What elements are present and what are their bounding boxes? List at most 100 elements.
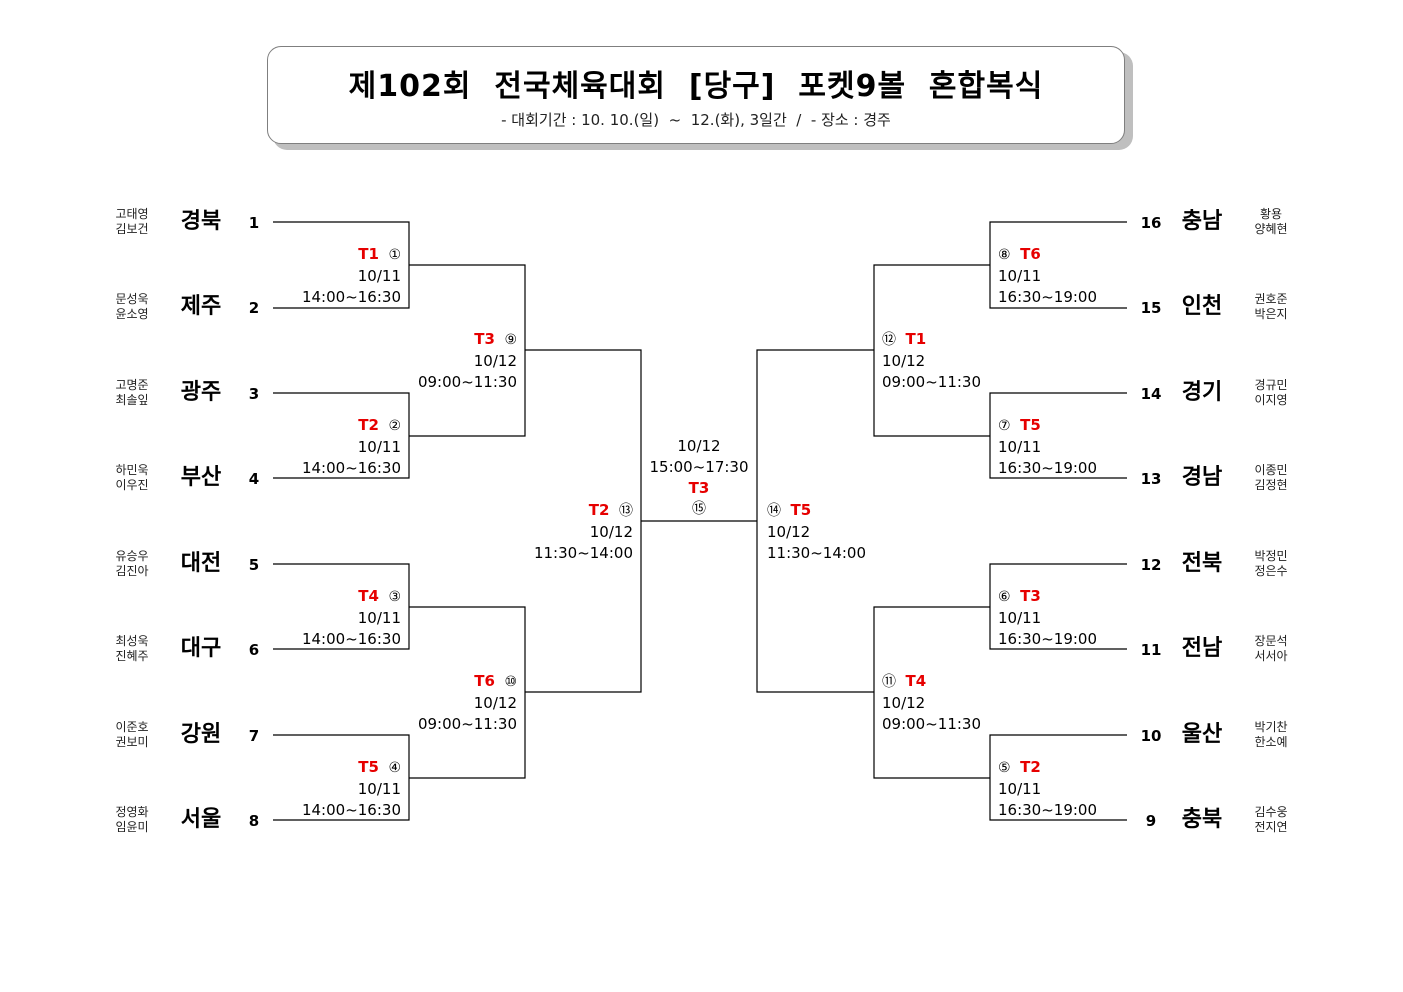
match-number: ⑥ [998, 589, 1011, 605]
match-table: T5 [790, 501, 812, 519]
page-subtitle: - 대회기간 : 10. 10.(일) ~ 12.(화), 3일간 / - 장소… [501, 111, 891, 129]
match-info-8: ⑧ T6 10/11 16:30~19:00 [998, 244, 1138, 308]
match-info-4: T5 ④ 10/11 14:00~16:30 [261, 757, 401, 821]
match-date: 10/11 [357, 780, 401, 798]
title-box: 제102회 전국체육대회 [당구] 포켓9볼 혼합복식 - 대회기간 : 10.… [267, 46, 1125, 144]
entry-region: 경북 [180, 209, 222, 234]
match-number: ⑭ [767, 503, 781, 519]
entry-players: 박기찬 한소예 [1254, 720, 1288, 749]
match-info-3: T4 ③ 10/11 14:00~16:30 [261, 586, 401, 650]
bracket-line-r6 [873, 606, 990, 779]
entry-seed: 16 [1140, 214, 1162, 232]
match-table: T4 [905, 672, 927, 690]
match-number: ⑪ [882, 674, 896, 690]
match-time: 16:30~19:00 [998, 630, 1098, 648]
entry-seed: 1 [248, 214, 260, 232]
match-time: 14:00~16:30 [301, 801, 401, 819]
match-table: T5 [358, 758, 379, 776]
match-date: 10/12 [677, 437, 721, 455]
match-time: 16:30~19:00 [998, 459, 1098, 477]
match-table: T1 [905, 330, 927, 348]
match-time: 14:00~16:30 [301, 630, 401, 648]
entry-players: 이준호 권보미 [115, 720, 149, 749]
match-date: 10/12 [767, 523, 811, 541]
entry-seed: 4 [248, 470, 260, 488]
match-time: 16:30~19:00 [998, 801, 1098, 819]
entry-seed: 8 [248, 812, 260, 830]
match-date: 10/11 [357, 438, 401, 456]
match-time: 09:00~11:30 [882, 373, 982, 391]
match-number: ⑨ [504, 332, 517, 348]
match-table: T3 [688, 479, 710, 497]
match-number: ② [388, 418, 401, 434]
entry-region: 대구 [180, 636, 222, 661]
match-date: 10/11 [357, 267, 401, 285]
match-table: T3 [474, 330, 495, 348]
match-date: 10/12 [882, 352, 926, 370]
entry-seed: 12 [1140, 556, 1162, 574]
entry-seed: 5 [248, 556, 260, 574]
match-time: 15:00~17:30 [649, 458, 749, 476]
entry-seed: 6 [248, 641, 260, 659]
entry-seed: 7 [248, 727, 260, 745]
match-table: T2 [588, 501, 610, 519]
match-table: T3 [1020, 587, 1041, 605]
entry-players: 권호준 박은지 [1254, 292, 1288, 321]
entry-seed: 3 [248, 385, 260, 403]
match-info-7: ⑦ T5 10/11 16:30~19:00 [998, 415, 1138, 479]
match-table: T4 [358, 587, 379, 605]
entry-players: 이종민 김정현 [1254, 463, 1288, 492]
entry-seed: 14 [1140, 385, 1162, 403]
entry-players: 김수웅 전지연 [1254, 805, 1288, 834]
bracket-line-r5 [873, 264, 990, 437]
entry-region: 강원 [180, 722, 222, 747]
entry-region: 인천 [1181, 294, 1223, 319]
entry-players: 황용 양혜현 [1254, 207, 1288, 236]
match-date: 10/11 [998, 780, 1042, 798]
match-number: ④ [388, 760, 401, 776]
bracket-line-r7 [756, 349, 874, 693]
entry-region: 광주 [180, 380, 222, 405]
match-time: 11:30~14:00 [767, 544, 867, 562]
match-info-5: ⑤ T2 10/11 16:30~19:00 [998, 757, 1138, 821]
entry-seed: 9 [1145, 812, 1157, 830]
entry-players: 최성욱 진혜주 [115, 634, 149, 663]
bracket-line-r4 [989, 734, 1127, 821]
match-info-9: T3 ⑨ 10/12 09:00~11:30 [377, 329, 517, 393]
match-info-11: ⑪ T4 10/12 09:00~11:30 [882, 671, 1022, 735]
entry-players: 장문석 서서아 [1254, 634, 1288, 663]
entry-players: 정영화 임윤미 [115, 805, 149, 834]
entry-region: 충남 [1181, 209, 1223, 234]
match-date: 10/12 [473, 694, 517, 712]
match-info-2: T2 ② 10/11 14:00~16:30 [261, 415, 401, 479]
entry-region: 경기 [1181, 380, 1223, 405]
match-date: 10/11 [998, 438, 1042, 456]
entry-seed: 10 [1140, 727, 1162, 745]
entry-region: 대전 [180, 551, 222, 576]
match-time: 16:30~19:00 [998, 288, 1098, 306]
match-info-1: T1 ① 10/11 14:00~16:30 [261, 244, 401, 308]
match-info-12: ⑫ T1 10/12 09:00~11:30 [882, 329, 1022, 393]
entry-players: 유승우 김진아 [115, 549, 149, 578]
entry-players: 경규민 이지영 [1254, 378, 1288, 407]
entry-region: 제주 [180, 294, 222, 319]
entry-region: 울산 [1181, 722, 1223, 747]
entry-players: 문성욱 윤소영 [115, 292, 149, 321]
entry-seed: 11 [1140, 641, 1162, 659]
match-number: ⑮ [692, 501, 706, 517]
entry-seed: 13 [1140, 470, 1162, 488]
match-table: T2 [358, 416, 379, 434]
entry-region: 전남 [1181, 636, 1223, 661]
match-date: 10/12 [882, 694, 926, 712]
match-number: ⑧ [998, 247, 1011, 263]
match-date: 10/12 [589, 523, 633, 541]
match-date: 10/11 [998, 267, 1042, 285]
match-number: ⑤ [998, 760, 1011, 776]
match-number: ⑦ [998, 418, 1011, 434]
match-info-14: ⑭ T5 10/12 11:30~14:00 [767, 500, 907, 564]
entry-players: 고태영 김보건 [115, 207, 149, 236]
page-title: 제102회 전국체육대회 [당구] 포켓9볼 혼합복식 [348, 69, 1044, 104]
match-table: T5 [1020, 416, 1041, 434]
match-number: ⑩ [504, 674, 517, 690]
